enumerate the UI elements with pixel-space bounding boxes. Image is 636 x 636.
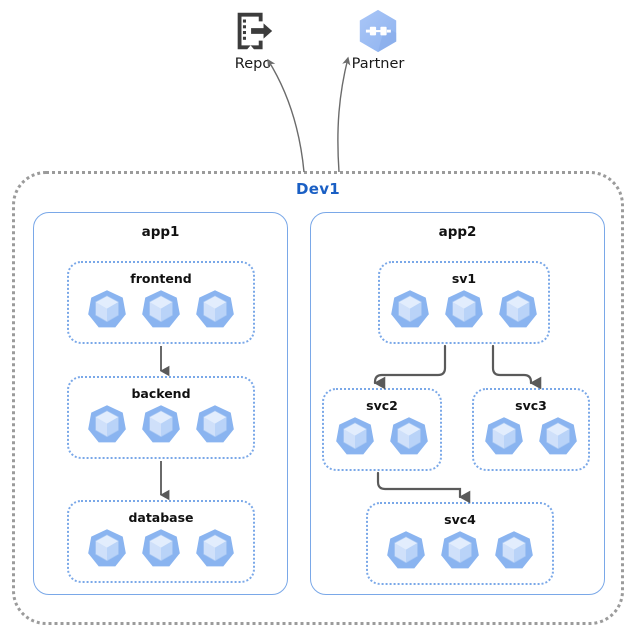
pod-icon <box>386 530 426 569</box>
pod-icon <box>141 528 181 567</box>
external-node-partner[interactable]: Partner <box>323 8 433 73</box>
pod-icon <box>390 289 430 328</box>
service-group-svc4-label: svc4 <box>444 512 476 527</box>
service-group-sv1-label: sv1 <box>451 271 477 286</box>
pod-row <box>368 529 552 571</box>
pod-icon <box>141 404 181 443</box>
pod-row <box>69 527 253 569</box>
service-group-frontend-label: frontend <box>130 271 192 286</box>
pod-icon <box>87 528 127 567</box>
pod-icon <box>335 416 375 455</box>
pod-row <box>69 403 253 445</box>
external-node-repo-label: Repo <box>234 56 272 72</box>
pod-icon <box>484 416 524 455</box>
service-group-svc2-label: svc2 <box>366 398 398 413</box>
service-group-svc3[interactable]: svc3 <box>472 388 590 471</box>
pod-icon <box>498 289 538 328</box>
service-group-database-label: database <box>128 510 194 525</box>
partner-hexagon-icon <box>359 9 397 53</box>
pod-row <box>474 415 588 457</box>
pod-icon <box>195 289 235 328</box>
pod-icon <box>87 404 127 443</box>
pod-icon <box>87 289 127 328</box>
app-title-app1: app1 <box>141 224 180 240</box>
pod-row <box>69 288 253 330</box>
pod-icon <box>141 289 181 328</box>
pod-row <box>324 415 440 457</box>
cluster-label: Dev1 <box>295 180 341 198</box>
pod-icon <box>444 289 484 328</box>
repository-icon <box>237 12 273 50</box>
app-title-app2: app2 <box>438 224 477 240</box>
pod-icon <box>538 416 578 455</box>
arrow-dev1-to-repo <box>267 58 305 173</box>
pod-icon <box>494 530 534 569</box>
service-group-svc2[interactable]: svc2 <box>322 388 442 471</box>
pod-icon <box>389 416 429 455</box>
pod-icon <box>195 404 235 443</box>
arrow-dev1-to-partner <box>337 56 351 173</box>
service-group-svc3-label: svc3 <box>515 398 547 413</box>
cluster-boundary-dev1 <box>12 171 624 625</box>
pod-row <box>380 288 548 330</box>
service-group-database[interactable]: database <box>67 500 255 583</box>
service-group-sv1[interactable]: sv1 <box>378 261 550 344</box>
pod-icon <box>195 528 235 567</box>
pod-icon <box>440 530 480 569</box>
service-group-frontend[interactable]: frontend <box>67 261 255 344</box>
external-node-partner-label: Partner <box>351 56 405 72</box>
external-node-repo[interactable]: Repo <box>198 8 308 73</box>
service-group-backend[interactable]: backend <box>67 376 255 459</box>
service-group-backend-label: backend <box>131 386 191 401</box>
service-group-svc4[interactable]: svc4 <box>366 502 554 585</box>
